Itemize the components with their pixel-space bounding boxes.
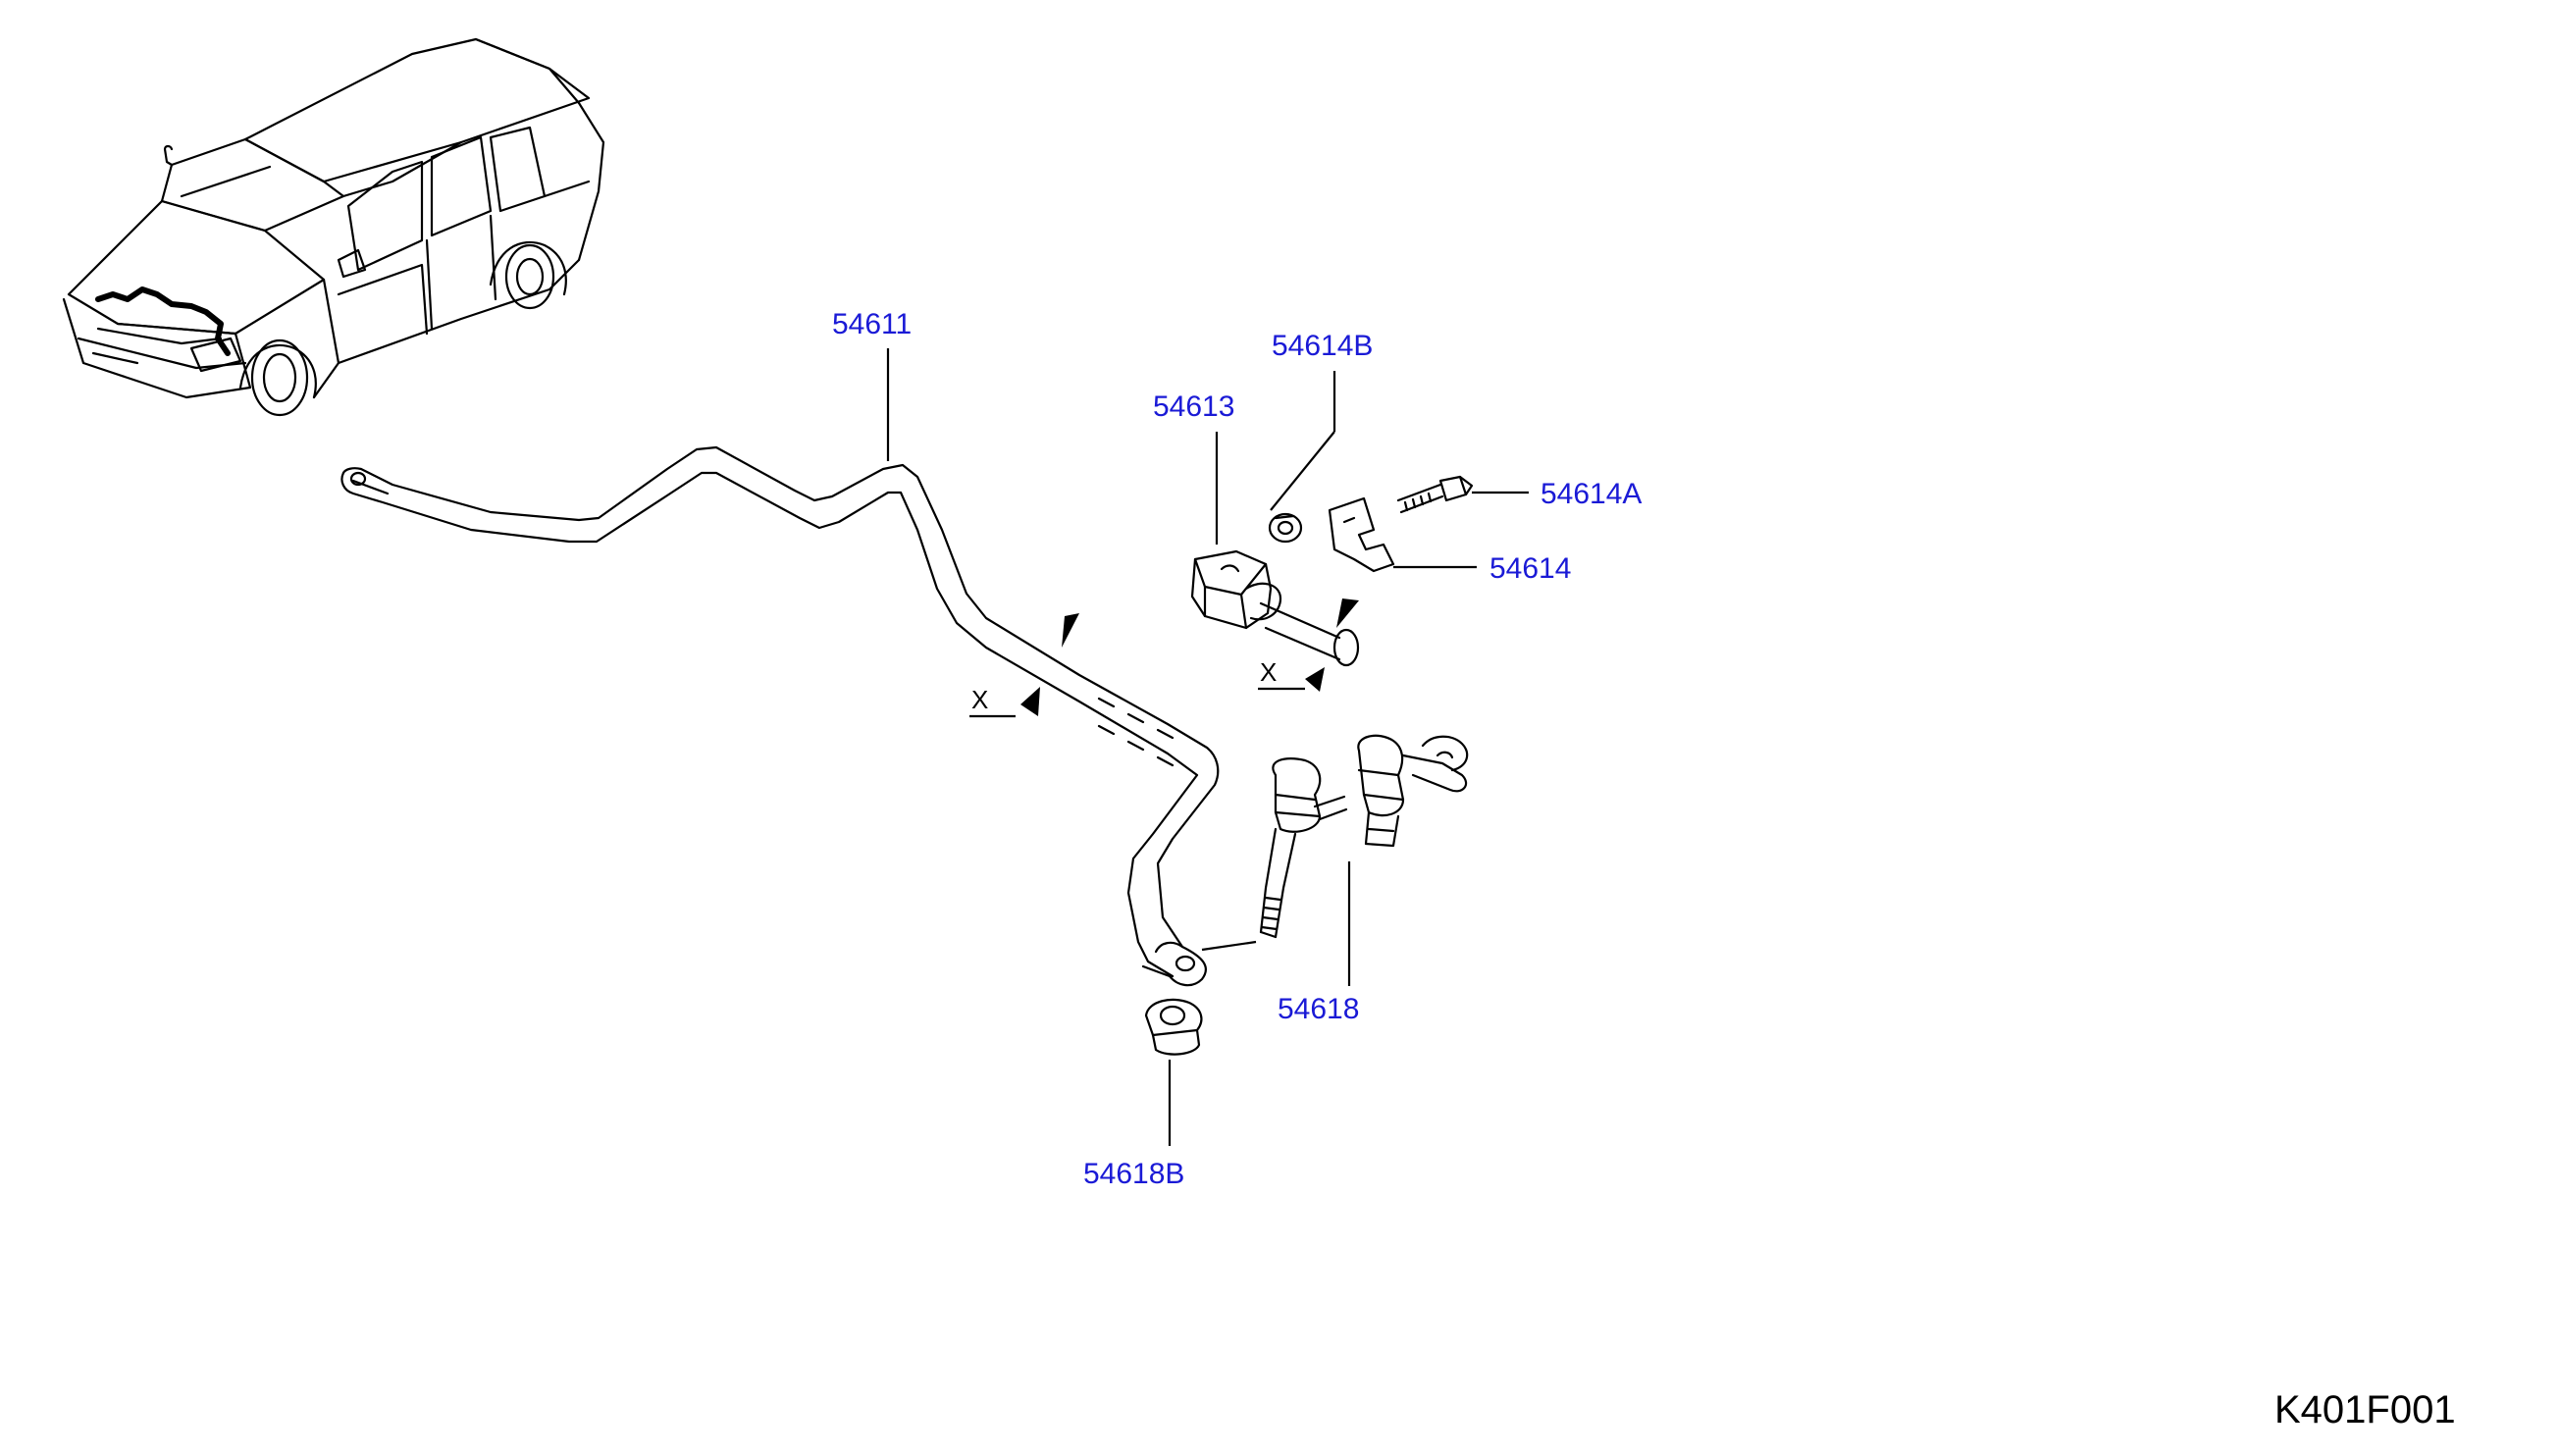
part-label-54618b[interactable]: 54618B [1083, 1158, 1184, 1190]
part-label-54613[interactable]: 54613 [1153, 390, 1234, 423]
vehicle-locator-illustration [62, 37, 605, 417]
part-label-54618[interactable]: 54618 [1278, 993, 1359, 1025]
section-marker-left: X [969, 613, 1079, 718]
part-label-54614a[interactable]: 54614A [1541, 478, 1642, 510]
diagram-code: K401F001 [2274, 1388, 2456, 1431]
bushing-clamp [1328, 496, 1395, 573]
part-label-54614b[interactable]: 54614B [1272, 330, 1373, 362]
stabilizer-location-highlight [95, 286, 231, 356]
stabilizer-bar [340, 445, 1220, 987]
section-x-label-right: X [1260, 657, 1277, 687]
connecting-rod [1259, 734, 1469, 939]
section-marker-right: X [1258, 598, 1359, 692]
clamp-bolt [1396, 475, 1474, 514]
section-x-label-left: X [971, 685, 988, 714]
clamp-nut [1268, 512, 1303, 544]
part-label-54611[interactable]: 54611 [832, 308, 912, 340]
stabilizer-bushing [1190, 549, 1360, 667]
part-label-54614[interactable]: 54614 [1489, 552, 1571, 585]
leader-lines [886, 348, 1529, 1146]
rod-nut [1144, 998, 1203, 1056]
